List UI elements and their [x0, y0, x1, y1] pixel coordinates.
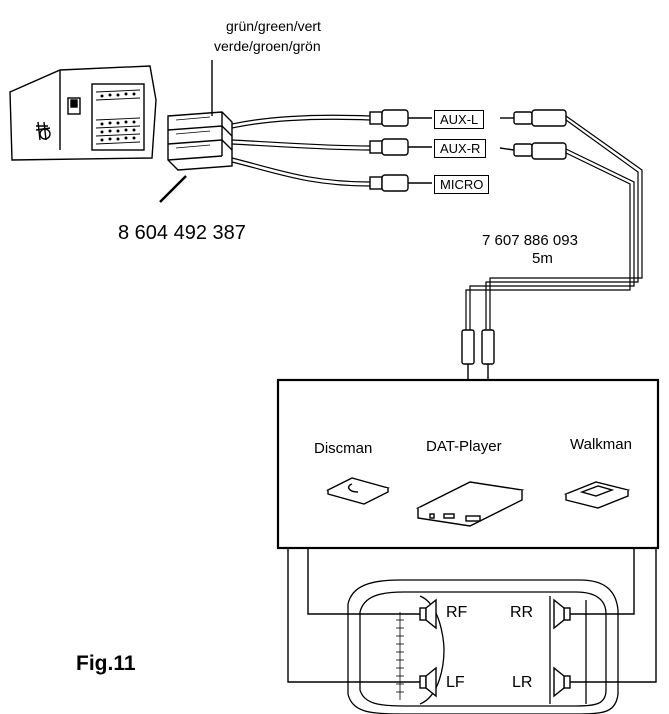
device-dat-player-label: DAT-Player	[426, 438, 502, 455]
speaker-rf-label: RF	[446, 604, 468, 621]
adapter-block	[167, 111, 233, 171]
adapter-cables	[231, 114, 371, 187]
walkman-icon	[563, 481, 631, 509]
connector-color-label-line1: grün/green/vert	[226, 18, 321, 34]
input-aux-r: AUX-R	[434, 139, 487, 158]
device-discman-label: Discman	[314, 440, 373, 457]
radio-unit	[9, 65, 157, 161]
discman-icon	[326, 477, 390, 505]
rca-plugs	[499, 109, 567, 160]
cable-part-number: 7 607 886 093	[482, 232, 578, 249]
dat-player-icon	[415, 481, 525, 527]
speaker-rr-icon	[553, 598, 571, 630]
adapter-leader	[159, 175, 187, 203]
speaker-wires	[287, 548, 657, 683]
speaker-lf-label: LF	[446, 674, 465, 691]
speaker-lr-label: LR	[512, 674, 533, 691]
figure-label: Fig.11	[76, 652, 136, 675]
speaker-rf-icon	[419, 598, 437, 630]
adapter-part-number: 8 604 492 387	[118, 222, 246, 244]
device-walkman-label: Walkman	[570, 436, 632, 453]
cable-length: 5m	[532, 250, 553, 267]
car-body	[347, 579, 619, 714]
device-plugs	[461, 329, 495, 380]
speaker-lr-icon	[553, 666, 571, 698]
connector-color-label-line2: verde/groen/grön	[214, 38, 321, 54]
input-micro: MICRO	[434, 175, 490, 194]
rca-sockets	[369, 109, 432, 192]
input-aux-l: AUX-L	[434, 110, 485, 129]
speaker-lf-icon	[419, 666, 437, 698]
speaker-rr-label: RR	[510, 604, 534, 621]
long-cable	[465, 115, 643, 330]
